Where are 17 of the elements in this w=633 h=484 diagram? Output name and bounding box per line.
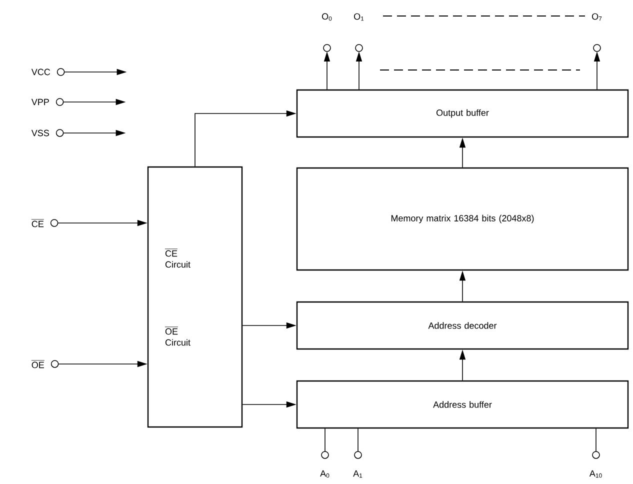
pin-label: O$_{7}$ — [592, 13, 602, 21]
block-box: Address buffer — [296, 380, 629, 429]
pin-label: O$_{0}$ — [322, 13, 332, 21]
pin-label: VSS — [31, 130, 49, 136]
connector — [324, 428, 326, 452]
pin-label: A$_{0}$ — [320, 470, 330, 478]
block-box: Memory matrix 16384 bits (2048x8) — [296, 167, 629, 271]
pin-label: O$_{1}$ — [354, 13, 364, 21]
pin-label: VCC — [31, 68, 50, 76]
block-box: Address decoder — [296, 301, 629, 350]
pin-label: VPP — [31, 98, 49, 106]
pin-label: A$_{1}$ — [353, 470, 362, 478]
pin-label: OE — [31, 360, 45, 368]
pin-label: A$_{10}$ — [589, 470, 602, 478]
control-box: CE Circuit OE Circuit — [147, 166, 243, 428]
pin-label: CE — [31, 219, 44, 228]
block-box: Output buffer — [296, 89, 629, 138]
